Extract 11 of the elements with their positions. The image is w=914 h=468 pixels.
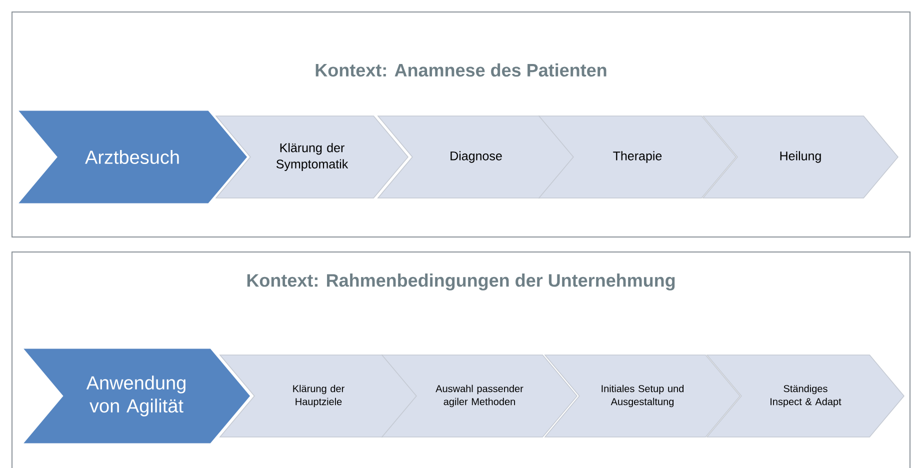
lead-step: Anwendung von Agilität xyxy=(20,347,252,445)
process-step: Initiales Setup und Ausgestaltung xyxy=(544,354,741,438)
process-step: Ständiges Inspect & Adapt xyxy=(706,354,905,438)
node-label: Ständiges Inspect & Adapt xyxy=(770,384,842,408)
process-step: Diagnose xyxy=(377,116,575,198)
process-step: Klärung der Symptomatik xyxy=(215,116,409,198)
process-step: Auswahl passender agiler Methoden xyxy=(381,354,578,438)
process-step: Klärung der Hauptziele xyxy=(219,354,418,438)
process-step: Therapie xyxy=(538,116,737,198)
lead-step: Arztbesuch xyxy=(15,109,249,205)
process-step: Heilung xyxy=(702,116,899,198)
